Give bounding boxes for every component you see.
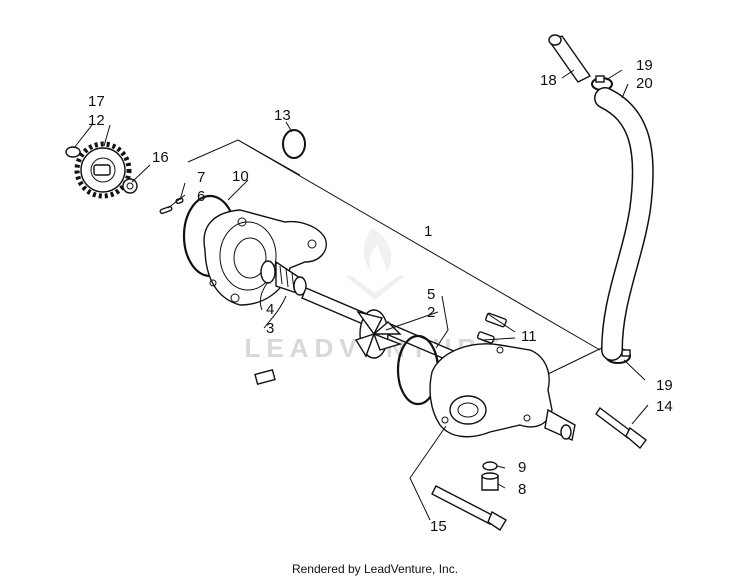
render-credit: Rendered by LeadVenture, Inc. [291,562,459,576]
label-part-10: 10 [232,168,249,185]
label-part-20: 20 [636,75,653,92]
pump-body [429,343,576,441]
bolt-part-11-a [485,312,507,328]
label-part-18: 18 [540,72,557,89]
long-bolt-part-15 [431,485,507,531]
label-part-5: 5 [427,286,435,303]
sprocket-gear-part-12 [74,141,132,199]
watermark-logo [345,228,405,300]
washer-part-16 [122,178,138,194]
label-part-8: 8 [518,481,526,498]
label-part-13: 13 [274,107,291,124]
label-part-15: 15 [430,518,447,535]
hose-fitting-part-18 [548,34,592,83]
label-part-14: 14 [656,398,673,415]
label-part-4: 4 [266,301,274,318]
label-part-12: 12 [88,112,105,129]
label-part-9: 9 [518,459,526,476]
label-part-6: 6 [197,188,205,205]
part-labels: 17 12 16 7 6 10 13 4 3 1 5 2 11 9 8 15 1… [88,57,673,535]
coolant-hose [594,87,654,361]
label-part-3: 3 [266,320,274,337]
impeller-part-2 [354,309,403,359]
label-part-19-top: 19 [636,57,653,74]
label-part-11: 11 [521,328,537,345]
pump-housing-cover [203,209,327,306]
mechanical-seal-part-3 [275,260,307,296]
o-ring-part-13 [282,129,306,159]
pin-part-6 [159,205,173,215]
label-part-2: 2 [427,304,435,321]
label-part-16: 16 [152,149,169,166]
snap-ring-part-17 [65,146,81,158]
drain-plug-part-8 [481,472,499,491]
label-part-7: 7 [197,169,205,186]
clip-fastener [254,368,276,386]
leader-lines [73,69,649,521]
label-part-1: 1 [424,223,432,240]
label-part-19-bottom: 19 [656,377,673,394]
bolt-part-11-b [476,331,495,344]
seal-part-4 [260,260,276,284]
long-bolt-part-14 [595,406,647,450]
washer-part-9 [482,461,498,471]
label-part-17: 17 [88,93,105,110]
